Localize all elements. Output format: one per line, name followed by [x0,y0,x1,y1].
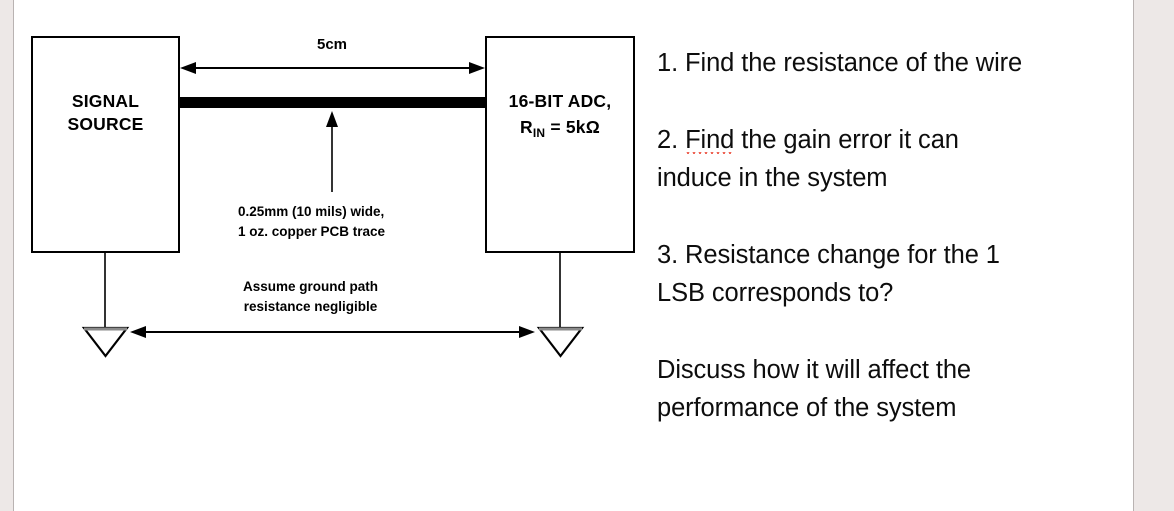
ground-path-arrow [130,326,535,338]
ground-note-line1: Assume ground path [243,279,379,294]
ground-symbol-right [536,326,585,358]
right-page-margin-strip [1134,0,1174,511]
right-margin-rule [1133,0,1134,511]
circuit-diagram: SIGNAL SOURCE 16-BIT ADC, RIN = 5kΩ 5cm … [0,0,660,420]
trace-callout-text: 0.25mm (10 mils) wide, 1 oz. copper PCB … [238,202,385,242]
adc-input-resistance-label: RIN = 5kΩ [520,116,600,145]
question-2-line2: induce in the system [657,164,888,192]
adc-rin-value: = 5kΩ [545,117,600,137]
question-2-rest: the gain error it can [734,126,959,154]
question-2-prefix: 2. [657,126,686,154]
ground-note-text: Assume ground path resistance negligible [243,277,378,317]
adc-rin-symbol: R [520,117,533,137]
signal-source-label-line2: SOURCE [67,114,144,134]
spacer-2 [657,197,1127,236]
trace-callout-line2: 1 oz. copper PCB trace [238,224,386,239]
question-3-line1: 3. Resistance change for the 1 [657,241,1000,269]
spacer-3 [657,312,1127,351]
pcb-trace-line [179,97,486,108]
diagram-vectors [81,62,585,358]
ground-note-line2: resistance negligible [243,299,378,314]
question-2-line1: 2. Find the gain error it can [657,121,1127,159]
discuss-prompt-line2: performance of the system [657,394,957,422]
adc-label-line1: 16-BIT ADC, [508,91,612,111]
dimension-arrow-5cm [180,62,485,74]
spacer-1 [657,82,1127,121]
left-margin-rule [13,0,14,511]
dimension-label-5cm: 5cm [316,36,348,53]
adc-block: 16-BIT ADC, RIN = 5kΩ [485,36,635,253]
left-page-margin-strip [0,0,13,511]
ground-symbol-left [81,326,130,358]
signal-source-label-line1: SIGNAL [71,91,140,111]
discuss-prompt-line1: Discuss how it will affect the [657,356,971,384]
question-3-line2: LSB corresponds to? [657,279,894,307]
trace-callout-arrow [326,111,338,192]
question-list: 1. Find the resistance of the wire 2. Fi… [657,44,1127,427]
adc-rin-subscript: IN [532,125,546,140]
question-2-misspelled-word: Find [685,126,735,154]
question-1: 1. Find the resistance of the wire [657,49,1023,77]
trace-callout-line1: 0.25mm (10 mils) wide, [238,204,385,219]
signal-source-block: SIGNAL SOURCE [31,36,180,253]
